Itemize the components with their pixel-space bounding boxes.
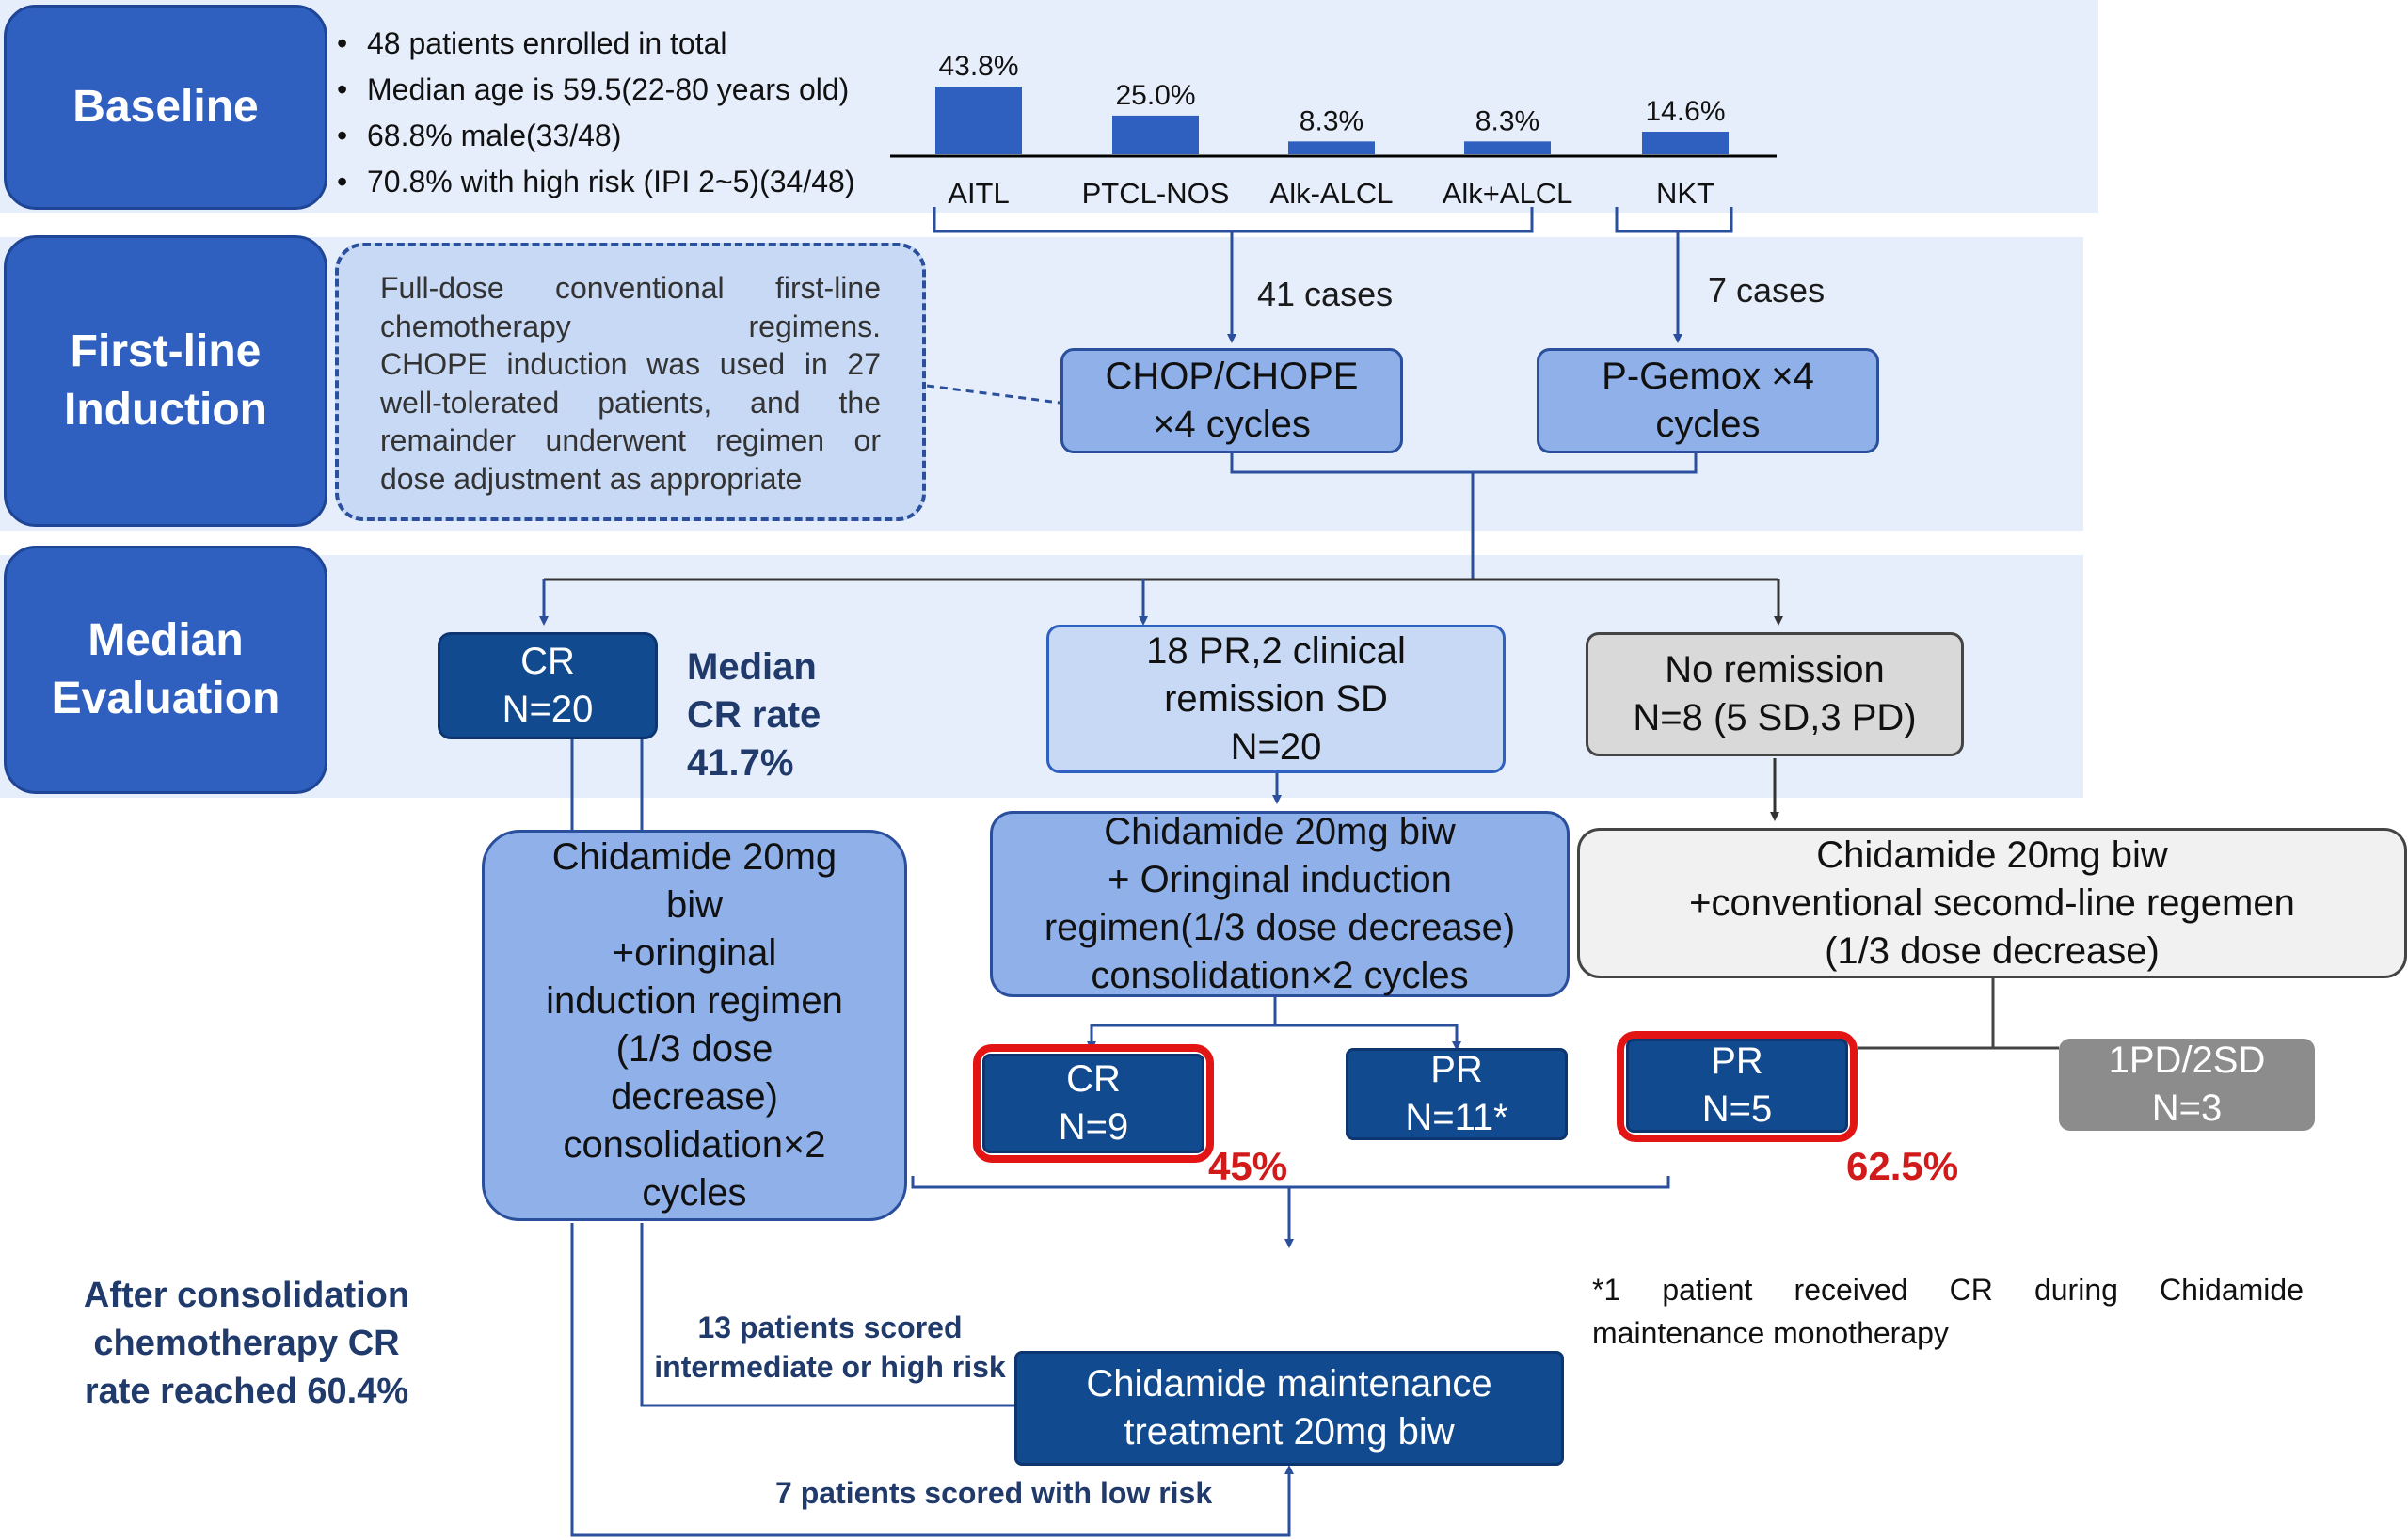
bar-category-label: Alk-ALCL <box>1270 177 1394 210</box>
section-baseline: Baseline <box>4 5 327 210</box>
bar-value-label: 8.3% <box>1300 105 1363 136</box>
consolidation-cr-box: Chidamide 20mg biw +oringinal induction … <box>482 830 907 1221</box>
bar-value-label: 8.3% <box>1475 105 1539 136</box>
induction-note: Full-dose conventional first-line chemot… <box>335 243 926 521</box>
consolidation-pr-box: Chidamide 20mg biw + Oringinal induction… <box>990 811 1570 997</box>
bar-value-label: 25.0% <box>1115 80 1195 111</box>
bar-value-label: 14.6% <box>1645 96 1725 127</box>
bar-category-label: AITL <box>948 177 1009 210</box>
eval-pr-box: 18 PR,2 clinical remission SD N=20 <box>1046 625 1506 773</box>
bullet-enrolled: 48 patients enrolled in total <box>337 21 920 67</box>
bar-alk-alcl <box>1288 141 1375 154</box>
after-consolidation-cr-rate: After consolidation chemotherapy CR rate… <box>83 1276 410 1411</box>
bullet-male: 68.8% male(33/48) <box>337 113 920 159</box>
bar-value-label: 43.8% <box>938 51 1018 82</box>
baseline-bullets: 48 patients enrolled in total Median age… <box>337 21 920 205</box>
outcome-pr5-box: PR N=5 <box>1626 1039 1848 1133</box>
cases-chop-label: 41 cases <box>1257 275 1394 313</box>
eval-cr-box: CR N=20 <box>438 632 658 739</box>
bar-category-label: Alk+ALCL <box>1443 177 1573 210</box>
bar-aitl <box>935 87 1022 154</box>
cases-gemox-label: 7 cases <box>1708 271 1826 310</box>
bar-ptcl-nos <box>1112 115 1199 154</box>
bar-category-label: NKT <box>1656 177 1714 210</box>
outcome-cr-box: CR N=9 <box>982 1054 1204 1153</box>
bar-alk-alcl <box>1464 141 1551 154</box>
rate-45-label: 45% <box>1208 1144 1288 1188</box>
regimen-gemox-box: P-Gemox ×4 cycles <box>1537 348 1879 453</box>
outcome-pd-sd-box: 1PD/2SD N=3 <box>2059 1039 2315 1131</box>
risk-high-label: 13 patients scored intermediate or high … <box>654 1310 1006 1384</box>
median-cr-rate: Median CR rate 41.7% <box>687 646 821 784</box>
bullet-risk: 70.8% with high risk (IPI 2~5)(34/48) <box>337 159 920 205</box>
highlight-frame-pr5 <box>1617 1031 1858 1142</box>
rate-625-label: 62.5% <box>1846 1144 1959 1188</box>
outcome-pr11-box: PR N=11* <box>1346 1048 1568 1140</box>
regimen-chop-box: CHOP/CHOPE ×4 cycles <box>1060 348 1403 453</box>
consolidation-nr-box: Chidamide 20mg biw +conventional secomd-… <box>1577 828 2407 978</box>
bar-nkt <box>1642 132 1729 154</box>
bar-category-label: PTCL-NOS <box>1082 177 1230 210</box>
section-evaluation: Median Evaluation <box>4 546 327 794</box>
footnote: *1 patient received CR during Chidamide … <box>1592 1273 2304 1350</box>
section-induction: First-line Induction <box>4 235 327 527</box>
bullet-age: Median age is 59.5(22-80 years old) <box>337 67 920 113</box>
highlight-frame-cr9 <box>973 1044 1214 1163</box>
maintenance-box: Chidamide maintenance treatment 20mg biw <box>1014 1351 1564 1466</box>
eval-no-remission-box: No remission N=8 (5 SD,3 PD) <box>1586 632 1964 756</box>
risk-low-label: 7 patients scored with low risk <box>775 1476 1213 1510</box>
